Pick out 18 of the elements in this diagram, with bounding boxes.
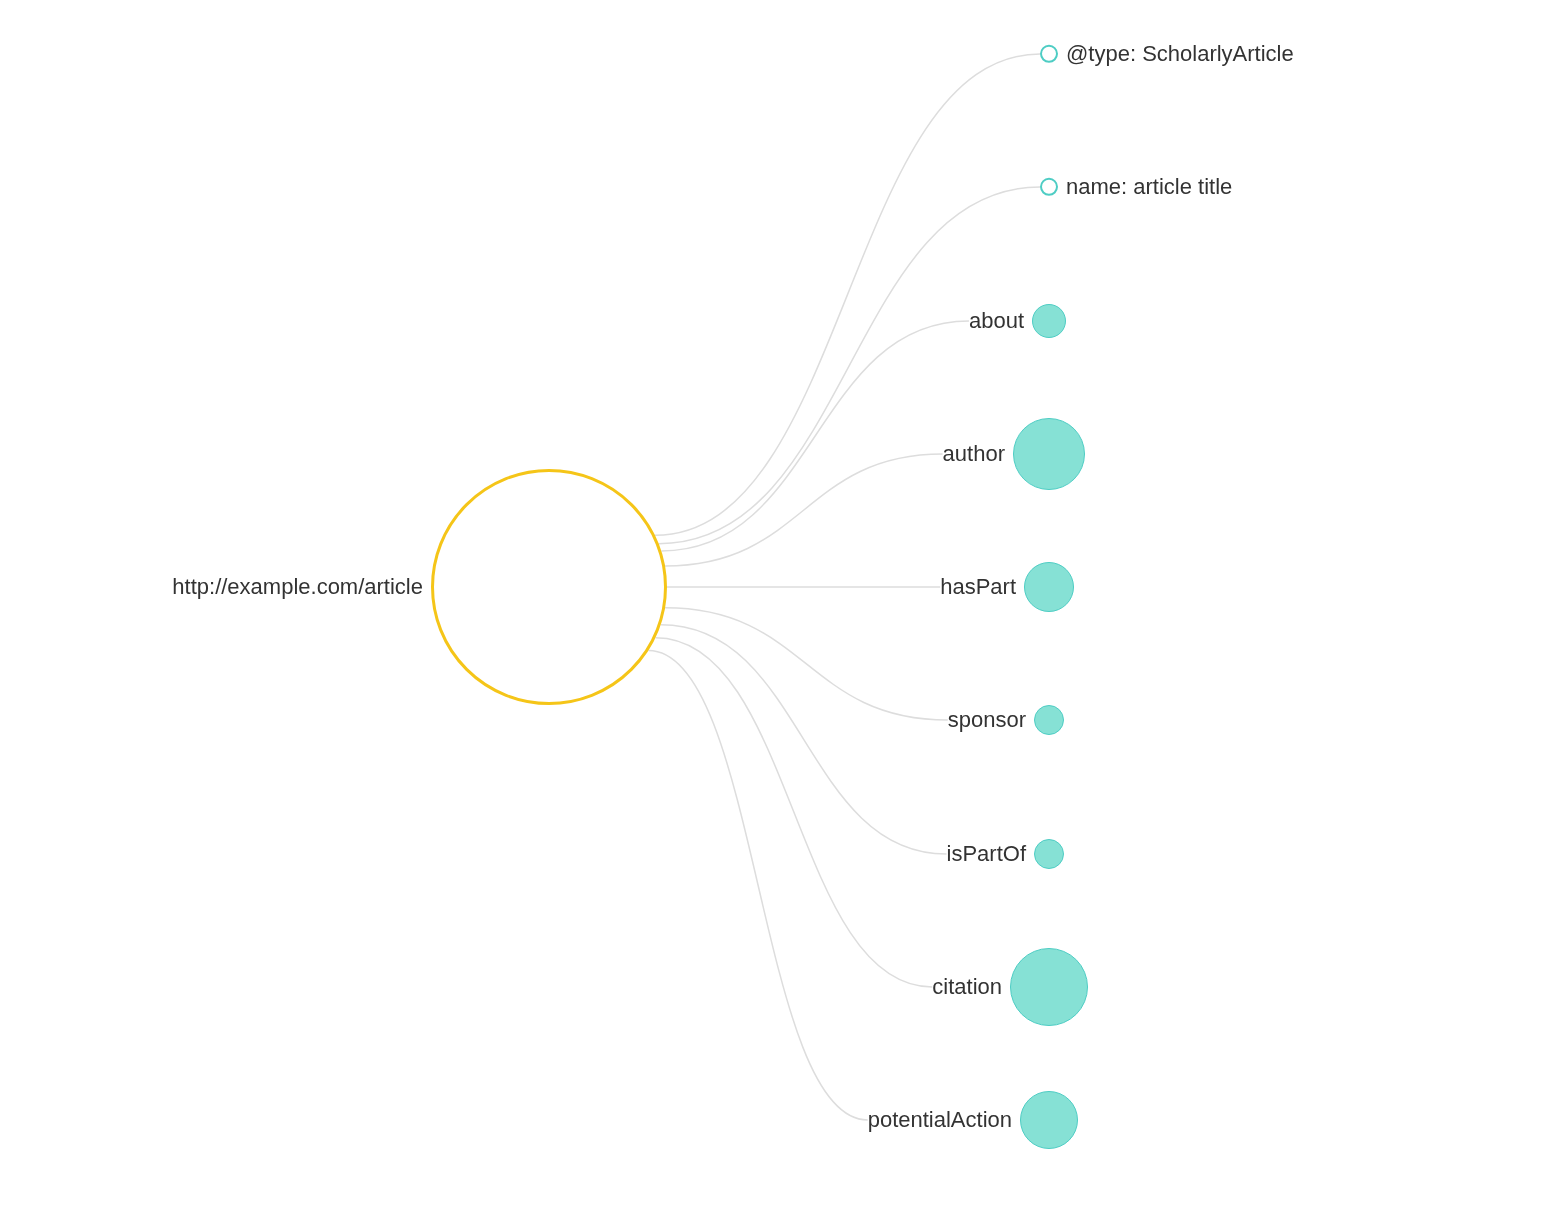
- node-label: potentialAction: [867, 1106, 1012, 1134]
- connector-line: [664, 453, 944, 567]
- connector-line: [647, 649, 869, 1121]
- connector-line: [660, 320, 970, 552]
- node-label: author: [942, 440, 1005, 468]
- node-label: name: article title: [1066, 173, 1233, 201]
- node-label: hasPart: [940, 573, 1016, 601]
- connector-line: [658, 186, 1041, 545]
- node-label: http://example.com/article: [172, 573, 423, 601]
- connector-line: [654, 53, 1041, 536]
- node-label: isPartOf: [946, 840, 1026, 868]
- connector-line: [654, 636, 934, 988]
- node-label: sponsor: [947, 706, 1026, 734]
- node-label: @type: ScholarlyArticle: [1066, 40, 1294, 68]
- node-label: citation: [932, 973, 1002, 1001]
- connector-line: [664, 607, 949, 721]
- connector-line: [660, 623, 948, 855]
- node-label: about: [968, 307, 1024, 335]
